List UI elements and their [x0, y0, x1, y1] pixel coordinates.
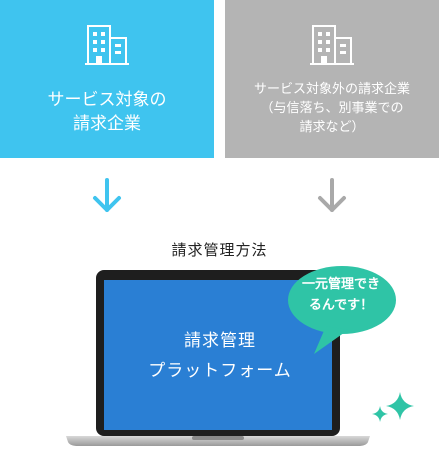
billing-method-heading: 請求管理方法 — [171, 241, 268, 259]
service-target-title: サービス対象の 請求企業 — [47, 90, 167, 134]
non-service-target-box: サービス対象外の請求企業 （与信落ち、別事業での 請求など） — [225, 0, 439, 158]
speech-bubble — [288, 266, 396, 354]
service-target-box: サービス対象の 請求企業 — [0, 0, 214, 158]
speech-bubble-text: 一元管理でき るんです！ — [301, 277, 380, 313]
non-service-target-title: サービス対象外の請求企業 （与信落ち、別事業での 請求など） — [253, 82, 410, 135]
building-icon — [310, 25, 354, 65]
sparkle-icon — [372, 392, 414, 422]
arrow-down-icon — [318, 178, 346, 212]
arrow-down-icon — [93, 178, 121, 212]
building-icon — [85, 25, 129, 65]
platform-label: 請求管理 プラットフォーム — [148, 331, 292, 381]
